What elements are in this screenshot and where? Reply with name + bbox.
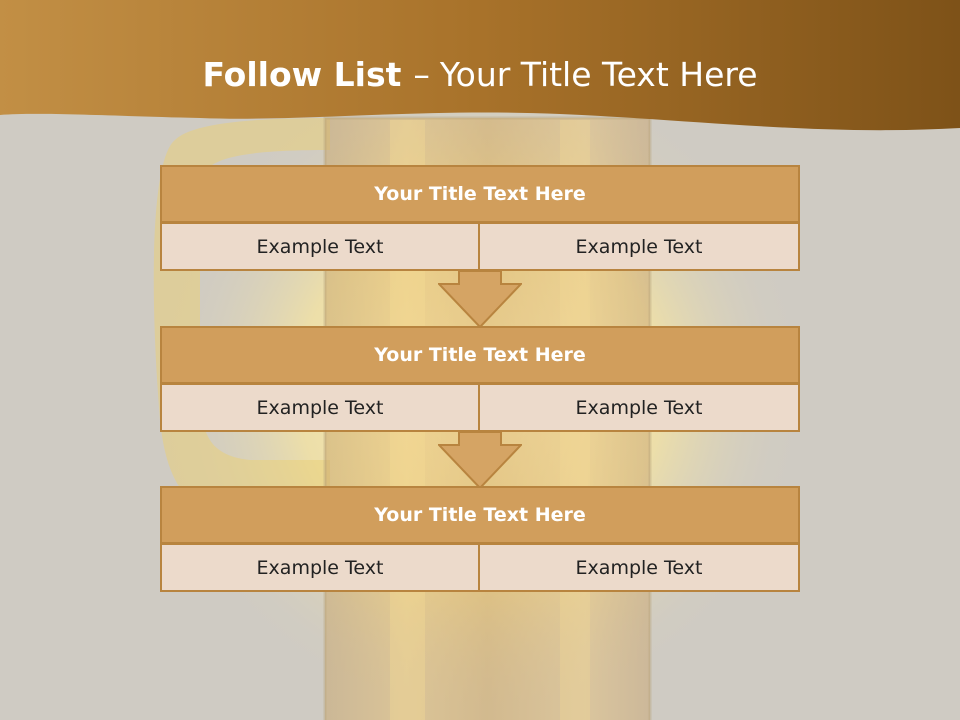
block-cell-right: Example Text xyxy=(480,383,800,432)
block-cell-left: Example Text xyxy=(160,222,480,271)
block-cell-right: Example Text xyxy=(480,543,800,592)
slide-title-rest: Your Title Text Here xyxy=(439,55,758,94)
block-cell-left: Example Text xyxy=(160,383,480,432)
block-title: Your Title Text Here xyxy=(160,486,800,544)
block-title: Your Title Text Here xyxy=(160,165,800,223)
slide-title-separator: – xyxy=(413,55,430,94)
block-cell-left: Example Text xyxy=(160,543,480,592)
slide-title-bold: Follow List xyxy=(202,55,402,94)
block-title: Your Title Text Here xyxy=(160,326,800,384)
down-arrow-icon xyxy=(438,270,522,328)
down-arrow-icon xyxy=(438,431,522,489)
slide-title: Follow List–Your Title Text Here xyxy=(0,52,960,98)
block-cell-right: Example Text xyxy=(480,222,800,271)
